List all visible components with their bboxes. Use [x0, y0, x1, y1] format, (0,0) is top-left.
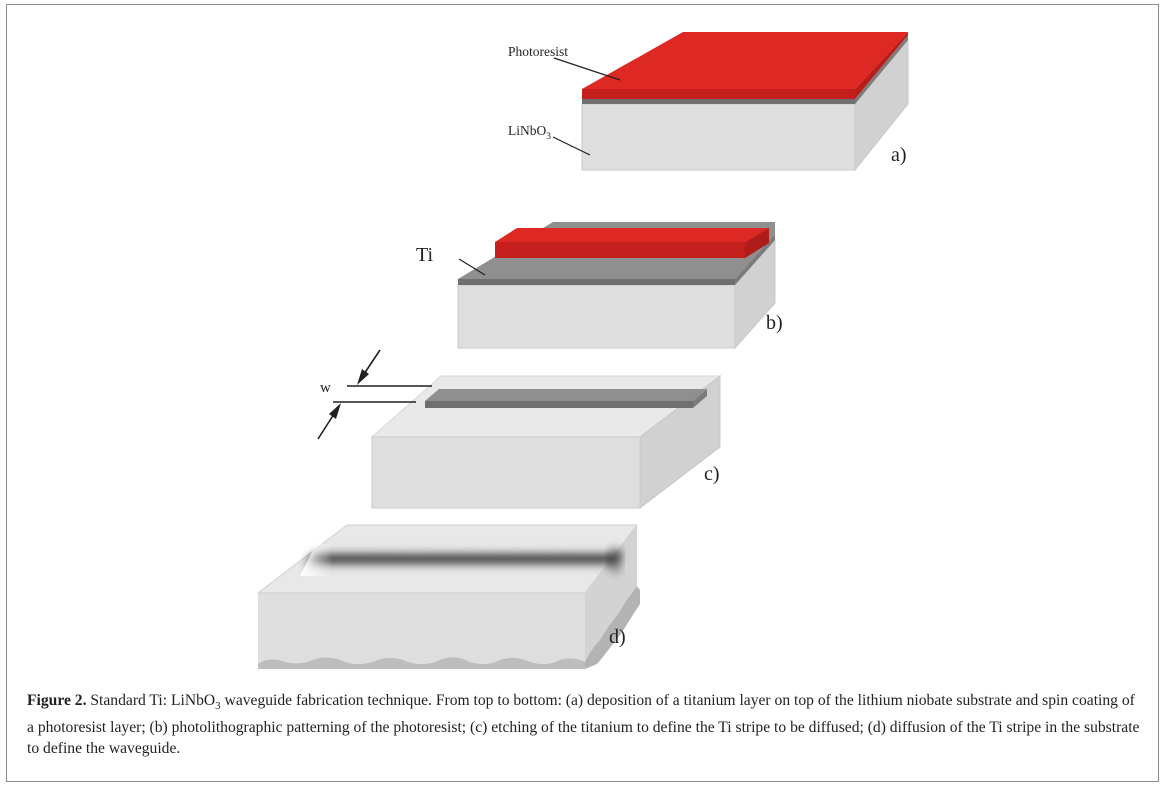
substrate-side-face: [734, 238, 776, 350]
photoresist-top-face: [582, 32, 908, 89]
titanium-label: Ti: [416, 244, 434, 266]
titanium-side-face: [735, 234, 775, 285]
titanium-layer: [582, 35, 908, 104]
photoresist-side-face: [855, 32, 908, 99]
figure-caption-label: Figure 2.: [27, 692, 87, 709]
panel-b: Ti b): [416, 222, 783, 350]
panel-d-label: d): [609, 626, 626, 648]
titanium-stripe-top: [425, 389, 707, 401]
diffused-stripe-end-glow: [607, 546, 623, 574]
width-arrow-upper-head: [357, 369, 369, 385]
photoresist-leader-line: [553, 57, 621, 81]
diffused-waveguide-stripe: [300, 544, 624, 576]
titanium-stripe: [425, 389, 707, 408]
substrate-label: LiNbO3: [508, 123, 551, 142]
substrate-leader-line: [552, 136, 591, 156]
substrate-side-face: [585, 525, 637, 664]
figure-caption-text-2: waveguide fabrication technique. From to…: [27, 692, 1140, 758]
figure-frame: [6, 4, 1159, 782]
photoresist-stripe-side: [745, 228, 769, 258]
diffused-stripe-fade: [300, 544, 430, 576]
panel-d: d): [256, 524, 640, 669]
photoresist-stripe-top: [495, 228, 769, 242]
titanium-leader-line: [458, 258, 486, 276]
titanium-stripe-front: [425, 401, 693, 408]
panel-c: w c): [317, 349, 722, 510]
figure-caption-subscript: 3: [215, 700, 221, 713]
width-label: w: [320, 380, 331, 396]
substrate-front-face: [258, 593, 585, 664]
width-dimension: w: [317, 349, 432, 440]
width-arrow-lower-shaft: [317, 413, 335, 440]
titanium-side-face: [855, 35, 908, 104]
titanium-stripe-side: [693, 389, 707, 408]
substrate-front-face: [457, 284, 736, 349]
panel-b-label: b): [766, 312, 783, 334]
panel-a-label: a): [891, 144, 907, 166]
width-arrow-upper-shaft: [363, 349, 381, 375]
titanium-front-face: [582, 99, 855, 104]
figure-caption-text-1: Standard Ti: LiNbO: [86, 692, 216, 709]
panel-c-label: c): [704, 463, 720, 485]
photoresist-stripe: [495, 228, 769, 258]
photoresist-stripe-front: [495, 242, 745, 258]
photoresist-layer: [582, 32, 908, 99]
rough-side-edge: [585, 586, 640, 669]
rough-bottom-edge: [258, 657, 585, 669]
figure-caption: Figure 2. Standard Ti: LiNbO3 waveguide …: [27, 690, 1142, 759]
panel-a: Photoresist LiNbO3 a): [508, 32, 909, 172]
titanium-front-face: [458, 279, 735, 285]
substrate-front-face: [371, 436, 641, 509]
width-arrow-lower-head: [329, 403, 341, 419]
photoresist-front-face: [582, 89, 855, 99]
substrate-front-face: [581, 103, 856, 171]
photoresist-label: Photoresist: [508, 44, 568, 59]
